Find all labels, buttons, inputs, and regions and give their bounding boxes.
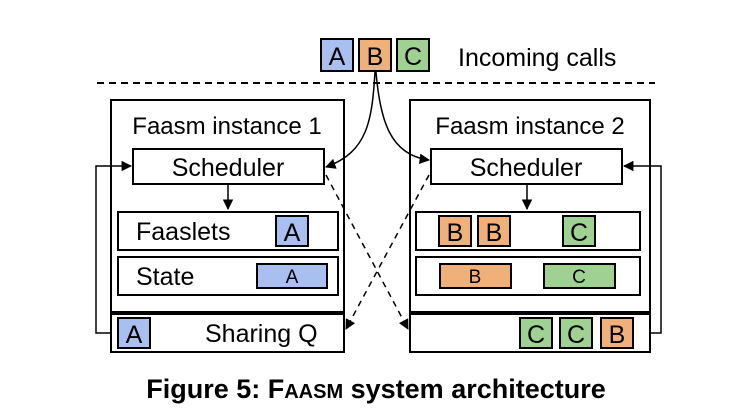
incoming-to-scheduler-2-arrow xyxy=(375,71,431,164)
instance-1-box xyxy=(110,99,345,313)
scheduler-1-to-sharing-2-arrow xyxy=(325,174,409,330)
incoming-calls: A B C Incoming calls xyxy=(320,38,616,72)
instance-1-scheduler-box xyxy=(132,148,325,185)
instance-1-sharing-a-box xyxy=(117,317,151,349)
incoming-call-b-box xyxy=(358,38,392,72)
instance-2-sharing-b-box xyxy=(600,317,634,349)
figure-caption: Figure 5: FAASM system architecture xyxy=(146,374,606,404)
incoming-call-a-box xyxy=(320,38,354,72)
instance-2-state-b-box xyxy=(439,263,512,289)
instance-1-state-a-box xyxy=(256,263,328,289)
caption-suffix: system architecture xyxy=(343,374,606,404)
incoming-calls-label: Incoming calls xyxy=(458,44,616,72)
instance-2-sharing-c1: C xyxy=(527,321,545,349)
instance-2-state-c-box xyxy=(543,263,616,289)
instance-1-faaslets-label: Faaslets xyxy=(136,218,230,246)
instance-2-title: Faasm instance 2 xyxy=(435,113,624,140)
instance-1-state-label: State xyxy=(136,263,194,291)
caption-name-rest: AASM xyxy=(284,381,343,403)
instance-2-faaslet-b1: B xyxy=(447,219,464,247)
instance-2-scheduler: Scheduler xyxy=(470,154,583,182)
instance-1-title: Faasm instance 1 xyxy=(132,113,321,140)
incoming-call-c-box xyxy=(396,38,430,72)
instance-1-sharing-loop xyxy=(95,160,133,334)
instance-2-sharing-b: B xyxy=(609,321,626,349)
instance-1-state-a: A xyxy=(286,267,299,288)
instance-2-faaslet-c-box xyxy=(562,215,596,247)
incoming-call-a: A xyxy=(329,43,346,71)
instance-2-state-b: B xyxy=(469,267,482,288)
instance-2-faaslet-b2: B xyxy=(486,219,503,247)
instance-2-sharing-c1-box xyxy=(519,317,553,349)
instance-2-sharing-c2: C xyxy=(567,321,585,349)
instance-2-sharing-loop xyxy=(622,160,662,334)
caption-name-first: F xyxy=(268,374,285,404)
instance-1-scheduler: Scheduler xyxy=(172,154,285,182)
faasm-instance-2: Faasm instance 2 Scheduler B B C B C C C… xyxy=(409,99,651,353)
incoming-to-scheduler-1-arrow xyxy=(325,71,376,169)
instance-2-box xyxy=(409,99,651,313)
instance-2-faaslet-b1-box xyxy=(438,215,472,247)
incoming-call-b: B xyxy=(367,43,384,71)
instance-1-faaslet-a-box xyxy=(275,215,309,247)
scheduler-2-to-sharing-1-arrow xyxy=(345,174,430,330)
caption-prefix: Figure 5: xyxy=(146,374,268,404)
instance-2-faaslet-c: C xyxy=(570,219,588,247)
incoming-call-c: C xyxy=(404,43,422,71)
instance-1-sharing-a: A xyxy=(126,321,143,349)
instance-1-sharing-label: Sharing Q xyxy=(205,320,318,348)
faasm-instance-1: Faasm instance 1 Scheduler Faaslets A St… xyxy=(110,99,345,353)
instance-1-faaslet-a: A xyxy=(284,219,301,247)
instance-2-faaslet-b2-box xyxy=(477,215,511,247)
instance-2-state-c: C xyxy=(572,267,586,288)
instance-2-sharing-c2-box xyxy=(559,317,593,349)
